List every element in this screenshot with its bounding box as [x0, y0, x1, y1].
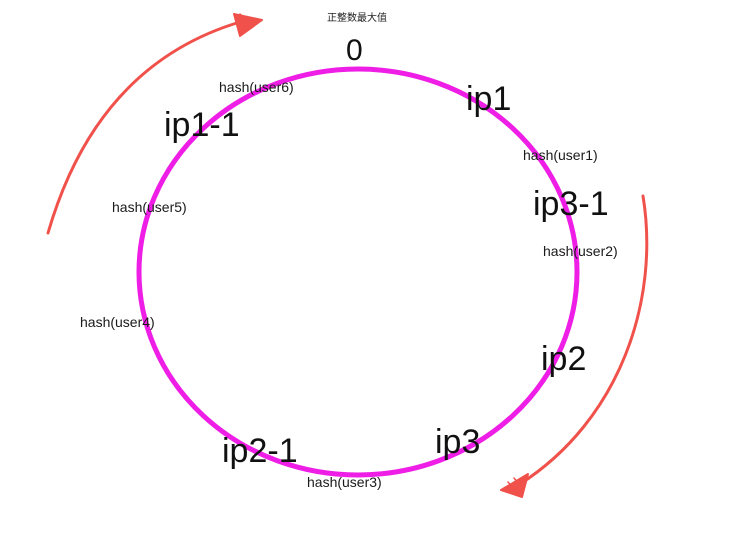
node-ip1-1: ip1-1 [164, 106, 240, 144]
hash-ring [136, 66, 580, 478]
node-ip3-1: ip3-1 [533, 185, 609, 223]
max-positive-integer-label: 正整数最大值 [327, 13, 387, 24]
node-ip1: ip1 [466, 80, 512, 118]
clockwise-arrow-top-left [46, 13, 263, 235]
node-ip2: ip2 [541, 340, 587, 378]
clockwise-arrow-bottom-right [500, 194, 649, 498]
hash-user3: hash(user3) [307, 474, 382, 490]
hash-user2: hash(user2) [543, 243, 618, 259]
hash-user6: hash(user6) [219, 79, 294, 95]
hash-user1: hash(user1) [523, 147, 598, 163]
zero-label: 0 [346, 34, 363, 67]
hash-user5: hash(user5) [112, 199, 187, 215]
node-ip2-1: ip2-1 [222, 432, 298, 470]
hash-user4: hash(user4) [80, 314, 155, 330]
node-ip3: ip3 [435, 423, 481, 461]
